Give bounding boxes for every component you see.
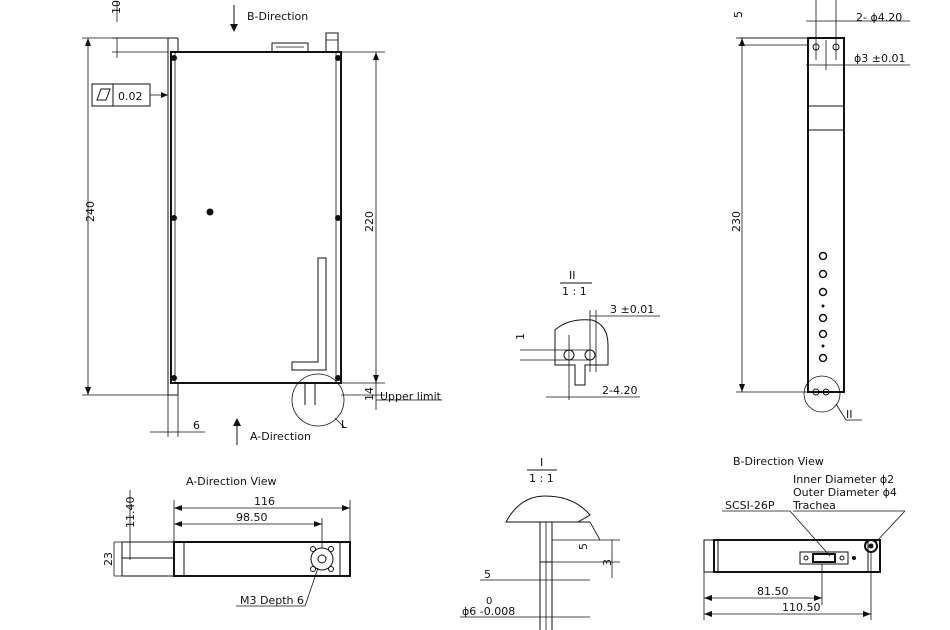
dim-detail-ii-one: 1 [514,333,527,340]
front-fitting [325,32,339,53]
flatness-value: 0.02 [118,90,143,103]
dim-detail-i-zero: 0 [486,596,492,607]
dim-front-height: 240 [84,201,97,222]
front-tube [291,257,327,371]
scsi-label: SCSI-26P [725,499,775,512]
dim-front-side: 6 [193,419,200,432]
detail-ii-shape [554,319,609,386]
a-view-title: A-Direction View [186,475,277,488]
inner-diameter-label: Inner Diameter ϕ2 [793,473,894,486]
detail-i-dome [505,495,591,523]
dim-front-top: 10 [110,0,123,14]
dim-side-height: 230 [730,211,743,232]
front-connector [271,42,309,53]
detail-ii-scale: 1 : 1 [562,285,587,298]
b-body-outline [713,539,881,573]
dim-side-pin: ϕ3 ±0.01 [854,52,905,65]
front-hole [206,208,214,216]
dim-a-height: 23 [102,552,115,566]
dim-front-inner-height: 220 [363,211,376,232]
detail-ii-view: II 1 : 1 3 ±0.01 1 2-4.20 [514,269,660,400]
a-body-outline [173,541,351,577]
dim-a-total: 116 [254,495,275,508]
dim-detail-i-five-right: 5 [577,543,590,550]
dim-detail-i-dia: ϕ6 -0.008 [462,605,515,618]
detail-II-circle [803,375,841,413]
scsi-connector [799,551,849,565]
b-direction-label: B-Direction [247,10,308,23]
dim-front-bottom: 14 [363,387,376,401]
detail-ii-label: II [569,269,576,282]
b-view-title: B-Direction View [733,455,824,468]
b-direction-view: B-Direction View Inner Diameter ϕ2 Outer… [703,455,906,620]
dim-a-inner: 98.50 [236,511,268,524]
detail-i-scale: 1 : 1 [529,472,554,485]
upper-limit-label: Upper limit [380,390,442,403]
dim-detail-ii-tol: 3 ±0.01 [610,303,654,316]
dim-side-holes: 2- ϕ4.20 [856,11,902,24]
dim-a-height-top: 11.40 [124,497,137,529]
front-view: B-Direction L 1 [82,0,442,445]
dim-b-inner: 81.50 [757,585,789,598]
a-direction-label: A-Direction [250,430,311,443]
front-body-outline [170,51,342,384]
side-view: II 5 2- ϕ4.20 ϕ3 ±0.01 230 [730,0,910,421]
dim-side-top: 5 [732,11,745,18]
dim-detail-ii-holes: 2-4.20 [602,384,637,397]
l-label: L [341,418,348,431]
dim-detail-i-five-left: 5 [484,568,491,581]
detail-i-view: I 1 : 1 5 3 5 0 ϕ6 -0.008 [460,456,620,630]
a-direction-view: A-Direction View 116 98.50 11.40 23 [102,475,351,607]
detail-i-label: I [540,456,543,469]
dim-detail-i-three: 3 [601,559,614,566]
side-body-outline [807,37,845,393]
side-ii-marker: II [846,408,853,421]
outer-diameter-label: Outer Diameter ϕ4 [793,486,897,499]
dim-b-total: 110.50 [782,601,821,614]
trachea-label: Trachea [792,499,836,512]
m3-depth-label: M3 Depth 6 [240,594,304,607]
detail-L-circle [291,373,345,427]
